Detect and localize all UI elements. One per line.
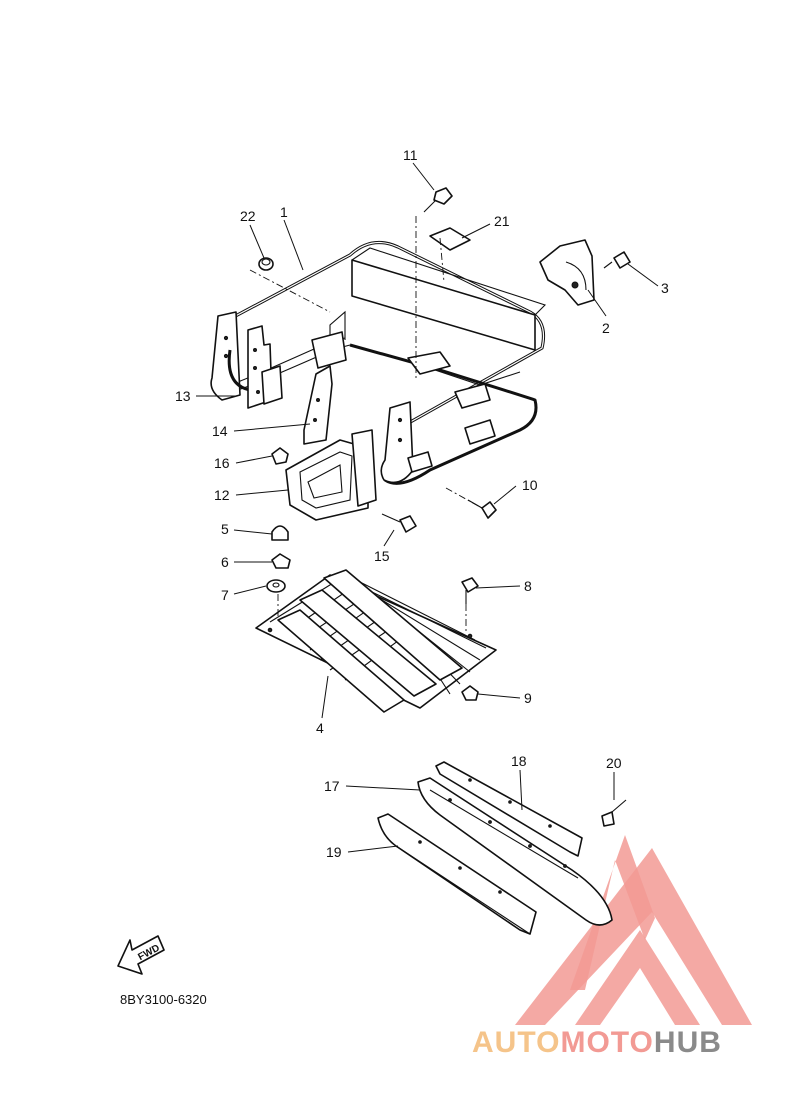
callout-17: 17: [324, 778, 340, 794]
alignment-lines: [249, 216, 483, 634]
callout-12: 12: [214, 487, 230, 503]
callout-8: 8: [524, 578, 532, 594]
leader-lines: [196, 162, 659, 853]
callout-labels: 1 2 3 4 5 6 7 8 9 10 11 12 13 14 15 16 1…: [175, 147, 669, 860]
logo-inner-triangle: [575, 930, 700, 1025]
box-part-12: [285, 429, 377, 521]
logo-text-hub: HUB: [654, 1026, 722, 1059]
side-plate-part-17: [417, 777, 613, 926]
logo-text-moto: MOTO: [560, 1026, 653, 1059]
callout-13: 13: [175, 388, 191, 404]
callout-5: 5: [221, 521, 229, 537]
label-part-21: [429, 227, 471, 251]
callout-18: 18: [511, 753, 527, 769]
nut-part-9: [461, 685, 479, 701]
logo-m-stroke: [570, 835, 655, 990]
callout-4: 4: [316, 720, 324, 736]
nut-part-6: [271, 553, 291, 569]
callout-22: 22: [240, 208, 256, 224]
callout-6: 6: [221, 554, 229, 570]
logo-text-auto: AUTO: [472, 1026, 560, 1059]
strip-part-19: [377, 813, 537, 935]
callout-21: 21: [494, 213, 510, 229]
cap-nut-part-5: [271, 525, 289, 541]
frame-part-1: [210, 240, 547, 485]
logo-text: AUTOMOTOHUB: [472, 1026, 722, 1059]
bolt-part-15: [381, 513, 417, 533]
floorboard-part-4: [255, 569, 497, 713]
callout-3: 3: [661, 280, 669, 296]
callout-1: 1: [280, 204, 288, 220]
drawing-code: 8BY3100-6320: [120, 992, 207, 1007]
callout-15: 15: [374, 548, 390, 564]
callout-19: 19: [326, 844, 342, 860]
latch-part-2: [539, 239, 595, 306]
callout-16: 16: [214, 455, 230, 471]
bolt-part-3: [603, 251, 631, 269]
callout-2: 2: [602, 320, 610, 336]
strip-part-18: [435, 761, 583, 857]
automotohub-logo: AUTOMOTOHUB: [472, 835, 752, 1059]
washer-part-7: [266, 579, 286, 593]
bracket-part-14: [303, 365, 333, 445]
nut-part-16: [271, 447, 289, 465]
cap-part-22: [258, 257, 274, 271]
fasteners: [258, 187, 631, 827]
bolt-part-11: [423, 187, 453, 213]
callout-11: 11: [403, 147, 418, 163]
callout-14: 14: [212, 423, 228, 439]
bolt-part-8: [461, 577, 479, 604]
callout-10: 10: [522, 477, 538, 493]
callout-20: 20: [606, 755, 622, 771]
fwd-arrow-icon: FWD: [117, 935, 165, 975]
callout-9: 9: [524, 690, 532, 706]
rivet-part-20: [601, 799, 627, 827]
bracket-part-13: [247, 325, 283, 409]
callout-7: 7: [221, 587, 229, 603]
